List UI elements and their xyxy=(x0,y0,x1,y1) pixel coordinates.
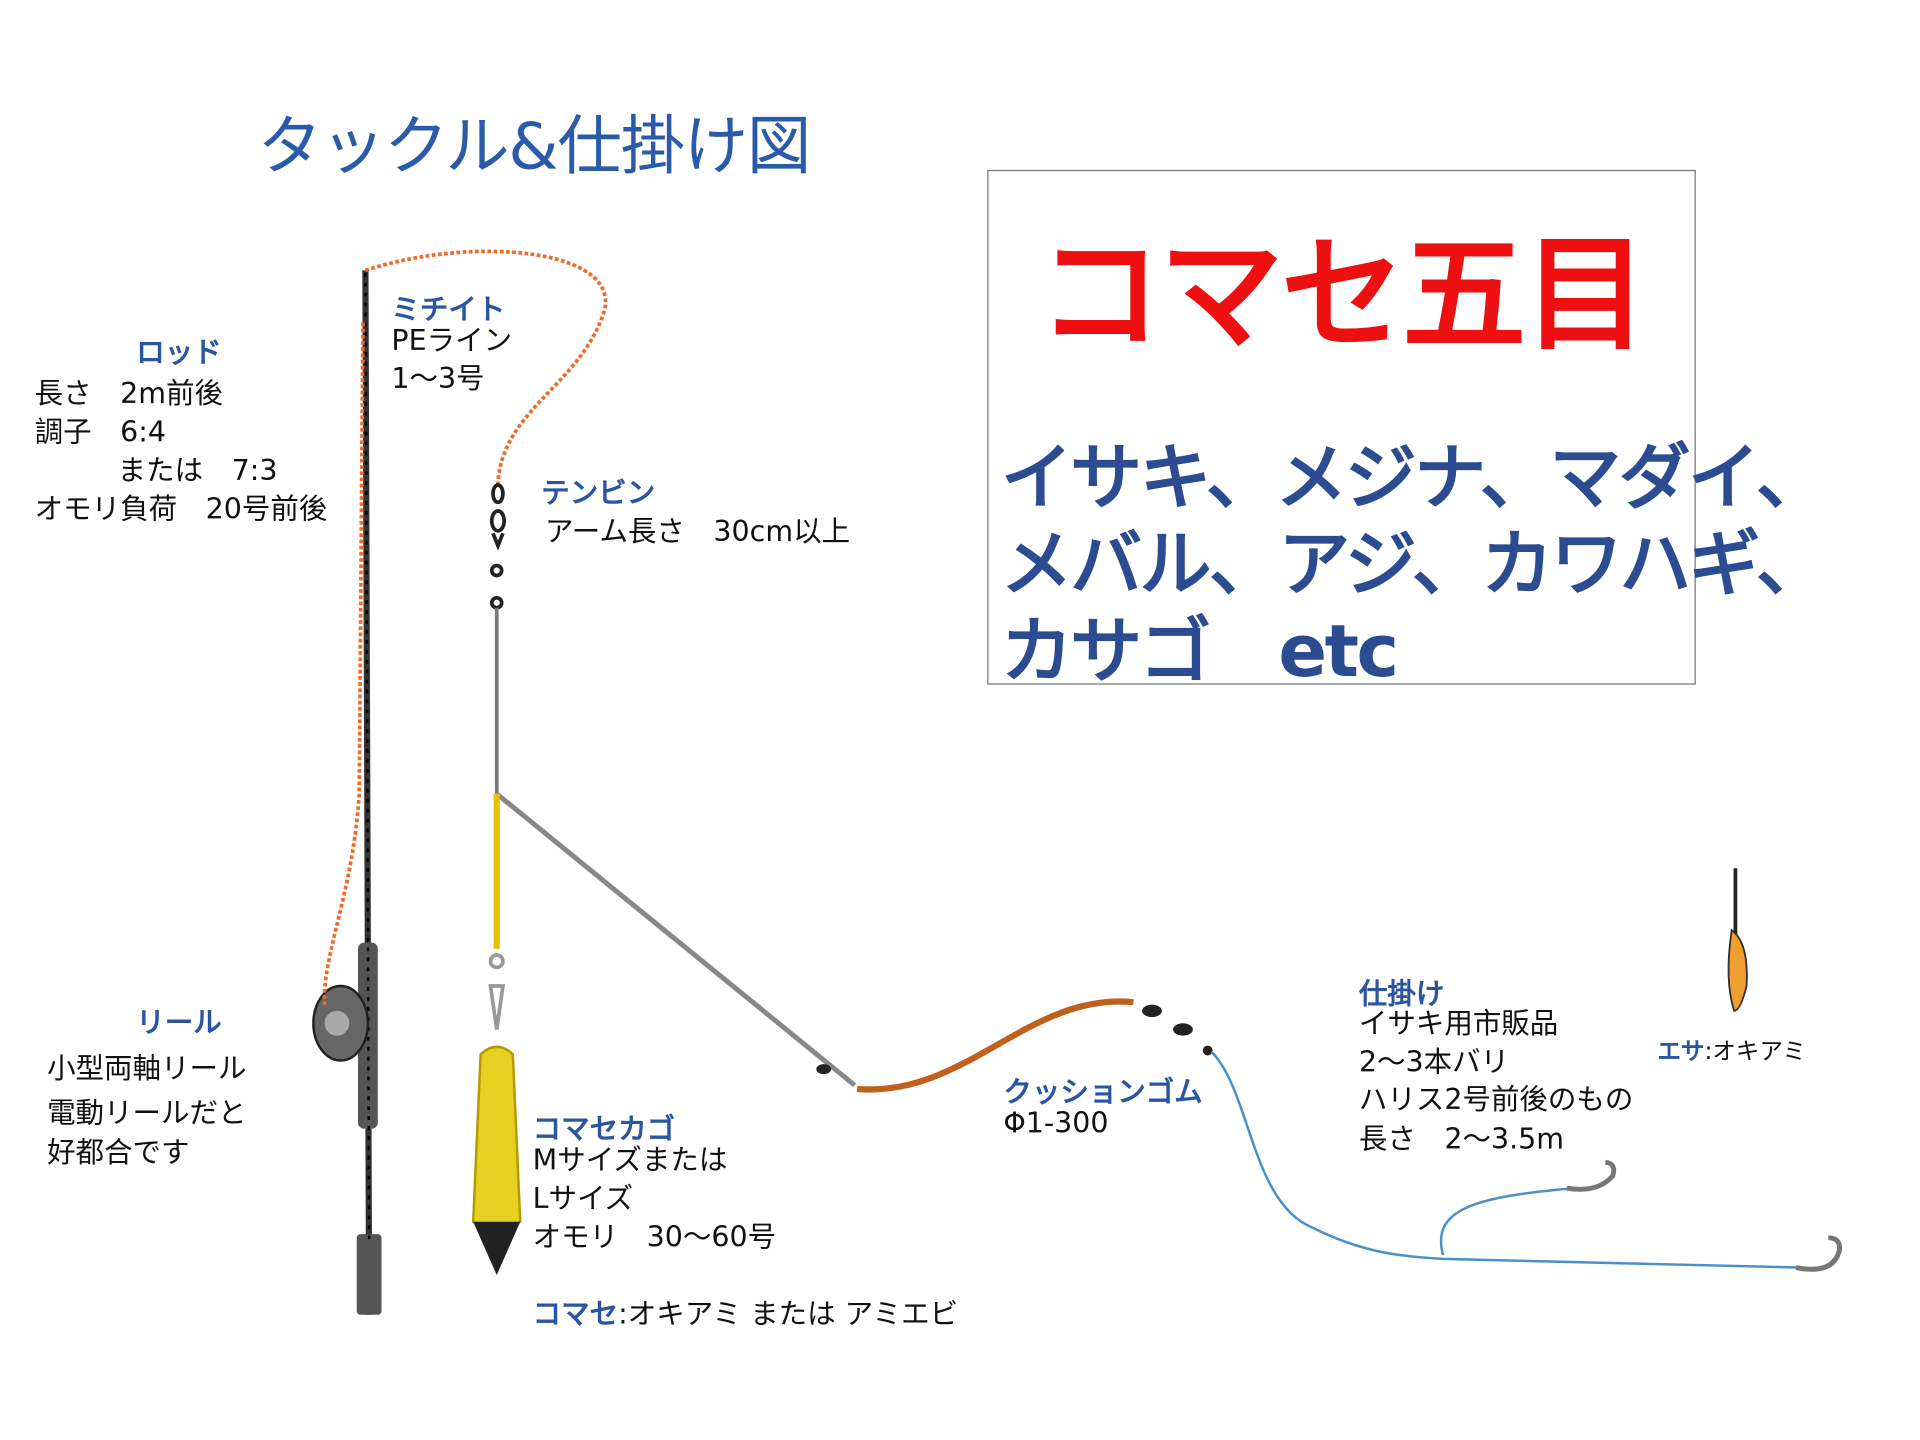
rig-spec: イサキ用市販品 xyxy=(1358,1008,1559,1041)
cushion-rubber xyxy=(856,998,1134,1093)
bait-text: :オキアミ xyxy=(1704,1038,1807,1066)
fishing-style-title: コマセ五目 xyxy=(1038,222,1647,368)
cushion-spec: Φ1-300 xyxy=(1003,1107,1109,1140)
reel-spec: 電動リールだと xyxy=(47,1097,247,1130)
cushion-label: クッションゴム xyxy=(1003,1076,1203,1109)
cage-spec: Mサイズまたは xyxy=(532,1144,728,1178)
rig-spec: 長さ 2〜3.5m xyxy=(1358,1123,1565,1156)
target-panel: コマセ五目 イサキ、メジナ、マダイ、 メバル、アジ、カワハギ、 カサゴ etc xyxy=(987,169,1828,693)
bait-note: エサ:オキアミ xyxy=(1657,1033,1806,1071)
komase-text: :オキアミ または アミエビ xyxy=(618,1298,959,1331)
rod-spec: 長さ 2m前後 xyxy=(34,378,224,411)
line-label: ミチイト xyxy=(391,293,506,327)
harisu-line xyxy=(1210,1050,1803,1269)
rig-spec: ハリス2号前後のもの xyxy=(1358,1084,1634,1117)
shrimp-bait-icon xyxy=(1727,868,1748,1012)
line-spec: 1〜3号 xyxy=(391,363,485,396)
komase-note: コマセ:オキアミ または アミエビ xyxy=(533,1296,958,1334)
tenbin-arm xyxy=(495,791,857,1088)
swivel-icon xyxy=(489,483,507,610)
cage-spec: オモリ 30〜60号 xyxy=(532,1221,777,1254)
snap-icon xyxy=(488,953,506,1030)
tenbin-spec: アーム長さ 30cm以上 xyxy=(545,515,851,549)
reel-spec: 好都合です xyxy=(47,1137,190,1170)
rig-spec: 2〜3本バリ xyxy=(1358,1046,1510,1080)
rod-spec: オモリ負荷 20号前後 xyxy=(34,493,328,526)
reel-spec: 小型両軸リール xyxy=(47,1053,247,1086)
page-title: タックル&仕掛け図 xyxy=(257,110,812,185)
species-line: イサキ、メジナ、マダイ、 xyxy=(1000,435,1828,520)
main-line xyxy=(322,249,608,1005)
tenbin-label: テンビン xyxy=(541,477,656,510)
rig-label: 仕掛け xyxy=(1358,978,1445,1011)
bait-label: エサ xyxy=(1657,1038,1705,1066)
reel-icon xyxy=(312,984,370,1062)
cage-spec: Lサイズ xyxy=(532,1183,634,1216)
reel-label: リール xyxy=(136,1007,222,1040)
rod-label: ロッド xyxy=(136,337,222,370)
rod-spec: または 7:3 xyxy=(117,455,278,488)
line-spec: PEライン xyxy=(391,324,513,358)
rod-spec: 調子 6:4 xyxy=(34,416,167,449)
komase-label: コマセ xyxy=(532,1298,619,1331)
swivel-icon xyxy=(816,1004,1213,1075)
rod-icon xyxy=(356,270,382,1315)
species-line: カサゴ etc xyxy=(1000,608,1399,694)
cage-label: コマセカゴ xyxy=(532,1113,676,1147)
species-line: メバル、アジ、カワハギ、 xyxy=(1000,522,1828,607)
komase-cage-icon xyxy=(471,1045,522,1276)
hook-icon xyxy=(1566,1159,1843,1272)
